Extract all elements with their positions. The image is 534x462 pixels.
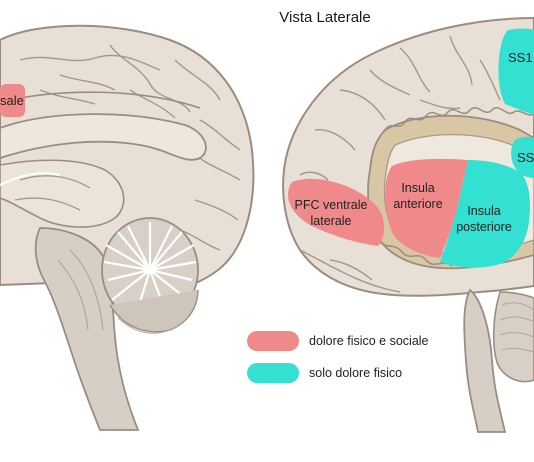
ss1-region [498, 28, 534, 115]
label-left-cingulate: sale [0, 93, 24, 108]
corpus-callosum [0, 113, 207, 161]
legend-swatch-physical-only [247, 363, 299, 383]
lateral-gyri-lines [299, 35, 501, 281]
label-pfc-ventral-lateral: PFC ventrale laterale [294, 198, 368, 228]
label-insula-posterior: Insula posteriore [456, 204, 512, 234]
legend-item-physical-only: solo dolore fisico [247, 363, 402, 383]
legend-label-physical-social: dolore fisico e sociale [309, 334, 429, 348]
legend-swatch-physical-social [247, 331, 299, 351]
lateral-brainstem [463, 288, 507, 433]
label-ss2: SS [517, 150, 534, 165]
lateral-brain-view [282, 16, 534, 433]
diagram-title: Vista Laterale [279, 9, 371, 26]
legend-label-physical-only: solo dolore fisico [309, 366, 403, 380]
pfc-ventral-lateral-region [288, 178, 385, 246]
medial-cerebellum [101, 217, 199, 334]
ss2-region [511, 136, 534, 178]
medial-brain-view [0, 24, 255, 431]
insula-posterior-region [440, 160, 530, 268]
insula-anterior-region [385, 158, 468, 258]
label-insula-anterior: Insula anteriore [393, 181, 443, 211]
anterior-cingulate-region [0, 84, 25, 117]
medial-gyri-lines [19, 44, 241, 251]
label-ss1: SS1 [508, 50, 533, 65]
lateral-cerebellum [492, 291, 534, 383]
legend-item-physical-social: dolore fisico e sociale [247, 331, 429, 351]
